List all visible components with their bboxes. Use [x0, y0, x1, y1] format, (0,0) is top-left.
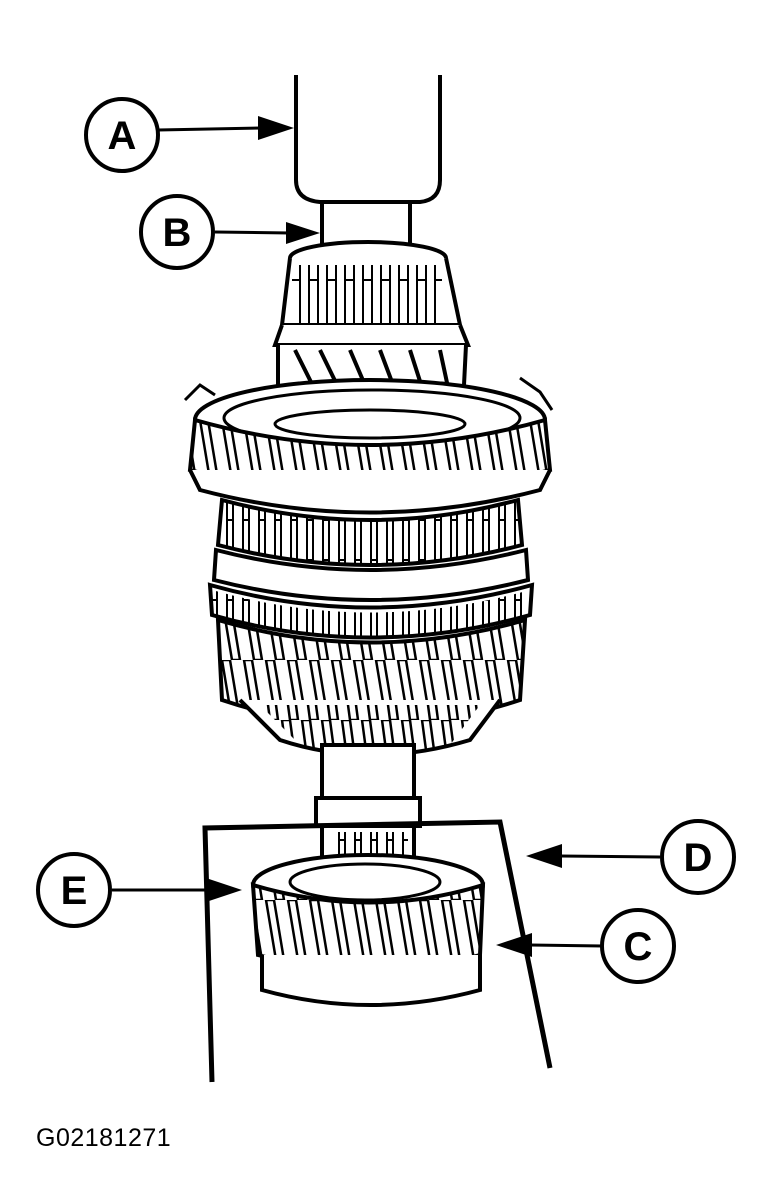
synchronizer [207, 497, 535, 640]
callout-a-label: A [108, 114, 137, 158]
press-tool [294, 75, 442, 204]
callout-b-label: B [163, 211, 192, 255]
upper-bearing [272, 240, 471, 347]
leader-lines [112, 116, 661, 957]
callout-c: C [600, 908, 676, 984]
callout-e-label: E [61, 869, 88, 913]
callout-e: E [36, 852, 112, 928]
callout-a: A [84, 97, 160, 173]
upper-gear [183, 376, 554, 515]
callout-d: D [660, 819, 736, 895]
figure-id: G02181271 [36, 1124, 172, 1152]
lower-gear [215, 617, 528, 757]
callout-b: B [139, 194, 215, 270]
callout-c-label: C [624, 925, 653, 969]
callout-d-label: D [684, 836, 713, 880]
lower-gear-c [250, 853, 486, 1007]
